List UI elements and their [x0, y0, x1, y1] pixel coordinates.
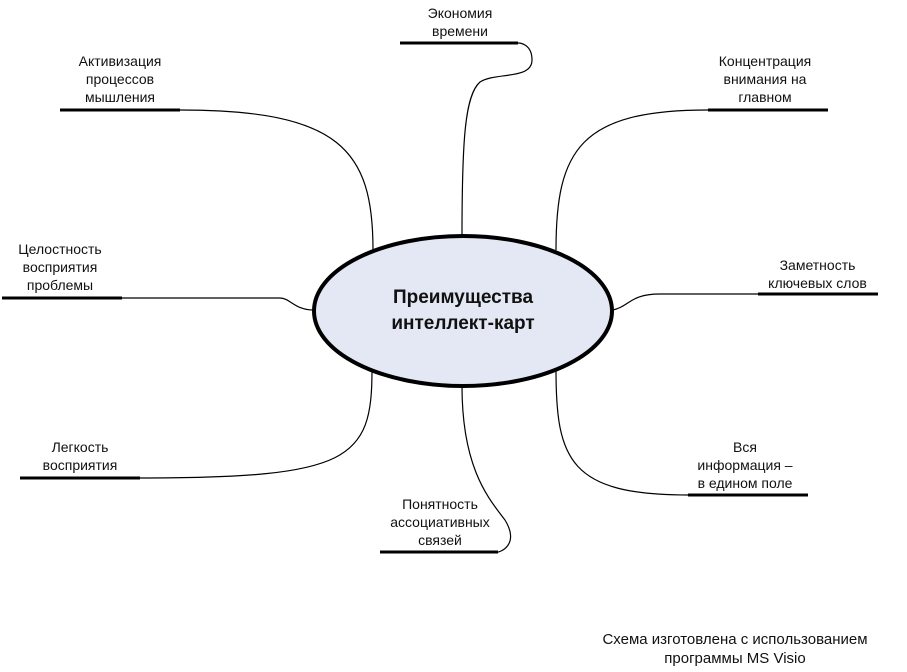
footer-note-line1: Схема изготовлена с использованием [602, 631, 868, 648]
connector-all-info [555, 369, 689, 496]
connector-concentration [555, 109, 709, 251]
branch-concentration-line3: главном [738, 89, 792, 105]
branch-all-info-line2: информация – [697, 457, 793, 473]
branch-integrity-line2: восприятия [22, 259, 98, 275]
branch-ease-line1: Легкость [51, 439, 109, 455]
branch-activation-line1: Активизация [78, 53, 162, 69]
footer-note-line2: программы MS Visio [664, 650, 806, 667]
branch-economy: Экономия времени [385, 4, 535, 40]
center-title-line2: интеллект-карт [391, 313, 535, 334]
connector-activation [179, 109, 374, 251]
footer-note: Схема изготовлена с использованием прогр… [555, 630, 907, 668]
branch-integrity-line1: Целостность [18, 241, 102, 257]
branch-all-info-line3: в едином поле [697, 475, 793, 491]
branch-concentration: Концентрация внимания на главном [690, 52, 840, 106]
branch-associations: Понятность ассоциативных связей [365, 495, 515, 549]
center-ellipse [312, 234, 614, 388]
branch-concentration-line1: Концентрация [718, 53, 812, 69]
branch-key-words-line2: ключевых слов [768, 275, 867, 291]
branch-activation: Активизация процессов мышления [45, 52, 195, 106]
branch-integrity-line3: проблемы [26, 277, 94, 293]
connector-key-words [612, 293, 758, 311]
center-title: Преимущества интеллект-карт [363, 285, 563, 337]
connector-ease [139, 369, 373, 479]
branch-all-info-line1: Вся [733, 439, 757, 455]
branch-ease-line2: восприятия [42, 457, 118, 473]
branch-all-info: Вся информация – в едином поле [670, 438, 820, 492]
branch-key-words-line1: Заметность [779, 257, 856, 273]
branch-key-words: Заметность ключевых слов [745, 256, 890, 292]
branch-economy-line1: Экономия [427, 5, 493, 21]
branch-associations-line2: ассоциативных [390, 514, 490, 530]
connector-associations [461, 385, 512, 553]
branch-concentration-line2: внимания на [723, 71, 807, 87]
branch-economy-line2: времени [432, 23, 488, 39]
branch-integrity: Целостность восприятия проблемы [0, 240, 120, 294]
branch-activation-line2: процессов [85, 71, 155, 87]
branch-activation-line3: мышления [84, 89, 155, 105]
branch-ease: Легкость восприятия [10, 438, 150, 474]
center-title-line1: Преимущества [392, 287, 534, 308]
branch-associations-line1: Понятность [402, 496, 478, 512]
connector-integrity [122, 297, 314, 311]
branch-associations-line3: связей [418, 532, 462, 548]
connector-economy [461, 42, 533, 237]
